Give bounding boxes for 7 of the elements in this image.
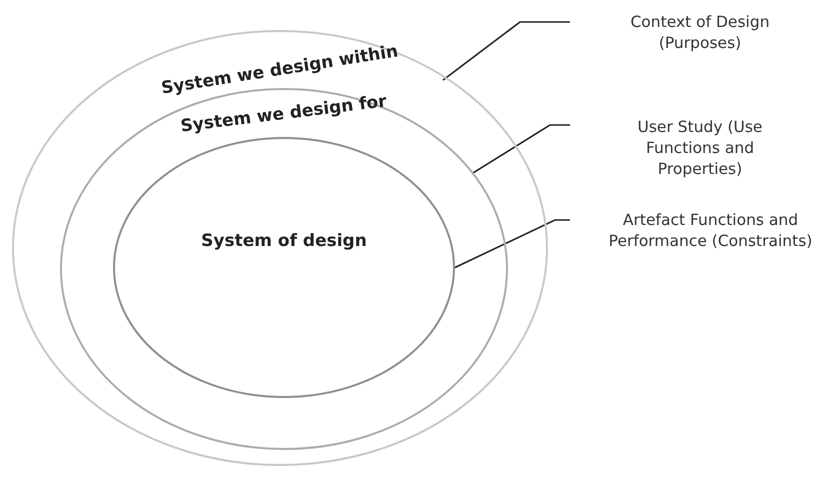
leader-line [454,219,570,268]
ring-label: System of design [201,231,367,251]
annotation-text: Artefact Functions and Performance (Constraints) [608,210,814,252]
annotation-text: User Study (Use Functions and Properties) [636,117,764,180]
annotation-text: Context of Design (Purposes) [629,12,771,54]
leader-line [442,21,570,81]
leader-line [472,124,570,174]
